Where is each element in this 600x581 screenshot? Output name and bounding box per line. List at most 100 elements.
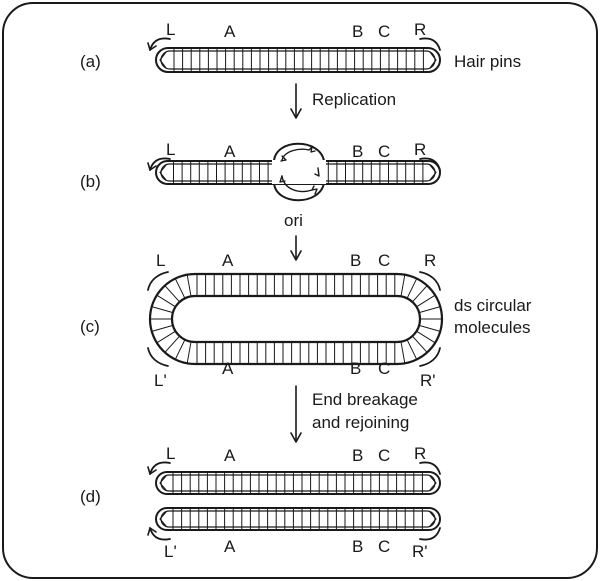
base-pair-rung xyxy=(418,324,441,332)
mark-B-c-top: B xyxy=(350,251,361,270)
replication-bubble xyxy=(272,142,326,202)
end-breakage-label-line2: and rejoining xyxy=(312,413,409,432)
hairpin-molecule-a xyxy=(155,47,441,73)
panel-d: (d) L A B C R L' A B C R' xyxy=(80,444,441,561)
new-strand-bottom-zig xyxy=(279,175,286,183)
base-pair-rung xyxy=(151,324,174,332)
left-end-arc-d-bottom xyxy=(149,527,171,541)
panel-d-label: (d) xyxy=(80,487,101,506)
left-hairpin-tip xyxy=(159,51,167,69)
hairpins-label: Hair pins xyxy=(454,52,521,71)
base-pair-rung xyxy=(416,294,436,308)
left-end-arc-c-bottom xyxy=(147,347,169,367)
base-pair-rung xyxy=(174,339,186,360)
inner-strand xyxy=(160,50,436,70)
mark-L-b: L xyxy=(166,140,175,159)
base-pair-rung xyxy=(411,335,428,353)
base-pair-rung xyxy=(400,341,406,364)
mark-A-d-bottom: A xyxy=(224,537,236,556)
mark-L-d-top: L xyxy=(166,444,175,463)
left-end-arrow-d-bottom xyxy=(147,527,157,536)
inner-strand xyxy=(160,474,436,492)
base-pair-rung xyxy=(164,335,181,353)
mark-C-b: C xyxy=(378,142,390,161)
strand-right-arrow xyxy=(314,167,320,177)
hairpin-molecule-d-top xyxy=(155,471,441,495)
base-pair-rung xyxy=(411,285,428,303)
panel-b: (b) L A B C R ori xyxy=(80,140,441,230)
right-end-arc-b xyxy=(419,157,441,171)
replication-arrowhead xyxy=(290,108,302,119)
panel-c: (c) L A B C R L' A B C R' ds circular mo… xyxy=(80,251,532,390)
base-pair-rung xyxy=(186,341,192,364)
left-end-arrow-a xyxy=(147,42,157,51)
end-breakage-arrowhead xyxy=(290,432,302,443)
base-pair-rung xyxy=(174,278,186,299)
new-strand-top xyxy=(281,146,316,161)
right-hairpin-tip xyxy=(429,164,437,181)
panel-a: (a) L A B C R Hair pins xyxy=(80,20,521,73)
right-end-arc-d-top xyxy=(419,461,441,475)
right-hairpin-tip xyxy=(429,475,437,491)
mark-R-d-top: R xyxy=(414,444,426,463)
left-end-arc-a xyxy=(149,37,171,51)
new-strand-top-arrow xyxy=(280,155,287,162)
outer-strand xyxy=(155,471,441,495)
base-pair-rung xyxy=(151,306,174,314)
molecules-label: molecules xyxy=(454,318,531,337)
base-pair-rung xyxy=(406,278,418,299)
left-hairpin-tip xyxy=(159,164,167,181)
left-end-arrow-b xyxy=(147,162,157,171)
base-pair-rung xyxy=(164,285,181,303)
circular-molecule-c xyxy=(148,272,444,366)
end-breakage-step: End breakage and rejoining xyxy=(290,385,418,443)
replication-label: Replication xyxy=(312,90,396,109)
mark-B-d-top: B xyxy=(352,446,363,465)
mark-L-c-top: L xyxy=(156,251,165,270)
base-pair-rung xyxy=(416,330,436,344)
right-end-arc-a xyxy=(419,37,441,51)
mark-R-c-bottom: R' xyxy=(420,371,436,390)
base-pair-rung xyxy=(400,274,406,297)
outer-strand xyxy=(155,47,441,73)
mark-A-a: A xyxy=(224,22,236,41)
left-end-arc-d-top xyxy=(149,461,171,475)
inner-strand xyxy=(160,163,436,182)
mark-B-c-bottom: B xyxy=(350,359,361,378)
mark-C-d-bottom: C xyxy=(378,537,390,556)
base-pair-rung xyxy=(406,339,418,360)
outer-strand xyxy=(155,507,441,531)
panel-c-label: (c) xyxy=(80,317,100,336)
end-breakage-label-line1: End breakage xyxy=(312,390,418,409)
mark-C-c-bottom: C xyxy=(378,359,390,378)
mark-C-d-top: C xyxy=(378,446,390,465)
right-end-arc-c-bottom xyxy=(419,347,441,367)
bubble-top xyxy=(273,142,325,162)
left-end-arc-b xyxy=(149,157,171,171)
right-hairpin-tip xyxy=(429,511,437,527)
outer-circular-strand xyxy=(148,272,444,366)
mark-R-d-bottom: R' xyxy=(412,542,428,561)
mark-A-c-bottom: A xyxy=(222,359,234,378)
mark-L-c-bottom: L' xyxy=(154,371,167,390)
inner-circular-strand xyxy=(170,294,422,344)
panel-b-label: (b) xyxy=(80,172,101,191)
base-pair-rung xyxy=(418,306,441,314)
right-end-arc-c-top xyxy=(419,271,441,291)
base-pair-rung xyxy=(186,274,192,297)
left-end-arc-c-top xyxy=(147,271,169,291)
mark-R-b: R xyxy=(414,140,426,159)
left-hairpin-tip xyxy=(159,511,167,527)
ds-circular-label: ds circular xyxy=(454,296,532,315)
ori-label: ori xyxy=(284,211,303,230)
mark-B-b: B xyxy=(352,142,363,161)
new-strand-bottom-arrow xyxy=(311,188,318,195)
right-end-arc-d-bottom xyxy=(419,527,441,541)
inner-strand xyxy=(160,510,436,528)
mark-B-a: B xyxy=(352,22,363,41)
left-hairpin-tip xyxy=(159,475,167,491)
replication-step: Replication xyxy=(290,83,396,119)
mark-C-a: C xyxy=(378,22,390,41)
